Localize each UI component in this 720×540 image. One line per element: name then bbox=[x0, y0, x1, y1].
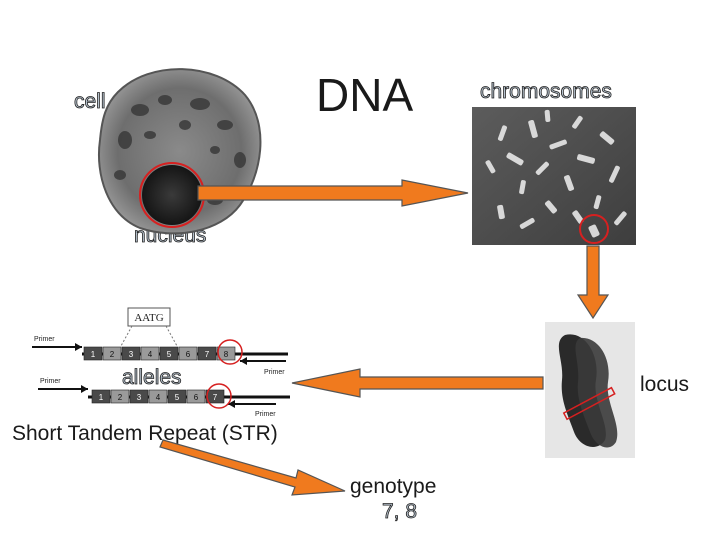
chromosomes-label: chromosomes bbox=[480, 80, 613, 104]
repeat-unit-label: 6 bbox=[186, 350, 191, 359]
primer-label-a-reverse: Primer bbox=[264, 369, 285, 376]
repeat-unit-label: 8 bbox=[224, 350, 229, 359]
allele-a-circle bbox=[217, 339, 243, 365]
repeat-unit-label: 2 bbox=[110, 350, 115, 359]
chromosomes-image bbox=[472, 107, 636, 245]
primer-label-b-reverse: Primer bbox=[255, 411, 276, 418]
arrows bbox=[159, 179, 610, 496]
arrow-chromosomes-to-locus bbox=[576, 245, 610, 320]
primer-arrow-a bbox=[75, 343, 82, 351]
repeat-unit-label: 6 bbox=[194, 393, 199, 402]
repeat-unit-box bbox=[197, 346, 217, 361]
repeat-unit-box bbox=[102, 346, 122, 361]
genotype-label: genotype bbox=[350, 475, 437, 498]
repeat-unit-box bbox=[91, 389, 111, 404]
repeat-unit-box bbox=[129, 389, 149, 404]
allele-b-repeats: 1 2 3 4 5 6 7 bbox=[91, 389, 225, 404]
repeat-unit-label: 3 bbox=[129, 350, 134, 359]
repeat-unit-box bbox=[140, 346, 160, 361]
primer-label-a: Primer bbox=[34, 336, 55, 343]
arrow-str-to-genotype bbox=[159, 439, 346, 496]
repeat-unit-box bbox=[167, 389, 187, 404]
repeat-unit-label: 1 bbox=[91, 350, 96, 359]
primer-label-b: Primer bbox=[40, 378, 61, 385]
alleles-label: alleles bbox=[122, 366, 182, 390]
arrow-nucleus-to-chromosomes bbox=[197, 179, 469, 207]
repeat-unit-label: 7 bbox=[213, 393, 218, 402]
primer-arrow-a-reverse bbox=[240, 357, 247, 365]
str-label: Short Tandem Repeat (STR) bbox=[12, 422, 278, 445]
allele-a-repeats: 1 2 3 4 5 6 7 8 bbox=[83, 346, 236, 361]
repeat-unit-box bbox=[159, 346, 179, 361]
primer-arrow-b bbox=[81, 385, 88, 393]
repeat-unit-label: 1 bbox=[99, 393, 104, 402]
repeat-unit-label: 7 bbox=[205, 350, 210, 359]
cell-label: cell bbox=[74, 90, 106, 114]
repeat-unit-label: 4 bbox=[148, 350, 153, 359]
motif-text: AATG bbox=[134, 312, 163, 324]
str-alleles-figure: AATG Primer 1 2 3 4 5 6 7 8 Primer Primer 1 2 3 4 5… bbox=[32, 307, 290, 418]
cell-image bbox=[98, 68, 262, 235]
allele-b-circle bbox=[206, 383, 232, 409]
repeat-unit-box bbox=[110, 389, 130, 404]
repeat-unit-box bbox=[216, 346, 236, 361]
repeat-unit-label: 4 bbox=[156, 393, 161, 402]
repeat-unit-box bbox=[148, 389, 168, 404]
repeat-unit-box bbox=[178, 346, 198, 361]
repeat-unit-box bbox=[205, 389, 225, 404]
primer-arrow-b-reverse bbox=[228, 400, 235, 408]
locus-chromosome-image bbox=[545, 322, 635, 458]
repeat-unit-box bbox=[121, 346, 141, 361]
repeat-unit-label: 3 bbox=[137, 393, 142, 402]
repeat-unit-box bbox=[83, 346, 103, 361]
motif-box bbox=[127, 307, 171, 327]
genotype-value: 7, 8 bbox=[382, 500, 418, 524]
repeat-unit-label: 2 bbox=[118, 393, 123, 402]
repeat-unit-label: 5 bbox=[167, 350, 172, 359]
repeat-unit-label: 5 bbox=[175, 393, 180, 402]
arrow-locus-to-alleles bbox=[291, 368, 544, 398]
dna-label: DNA bbox=[316, 69, 414, 121]
repeat-unit-box bbox=[186, 389, 206, 404]
locus-label: locus bbox=[640, 373, 690, 396]
